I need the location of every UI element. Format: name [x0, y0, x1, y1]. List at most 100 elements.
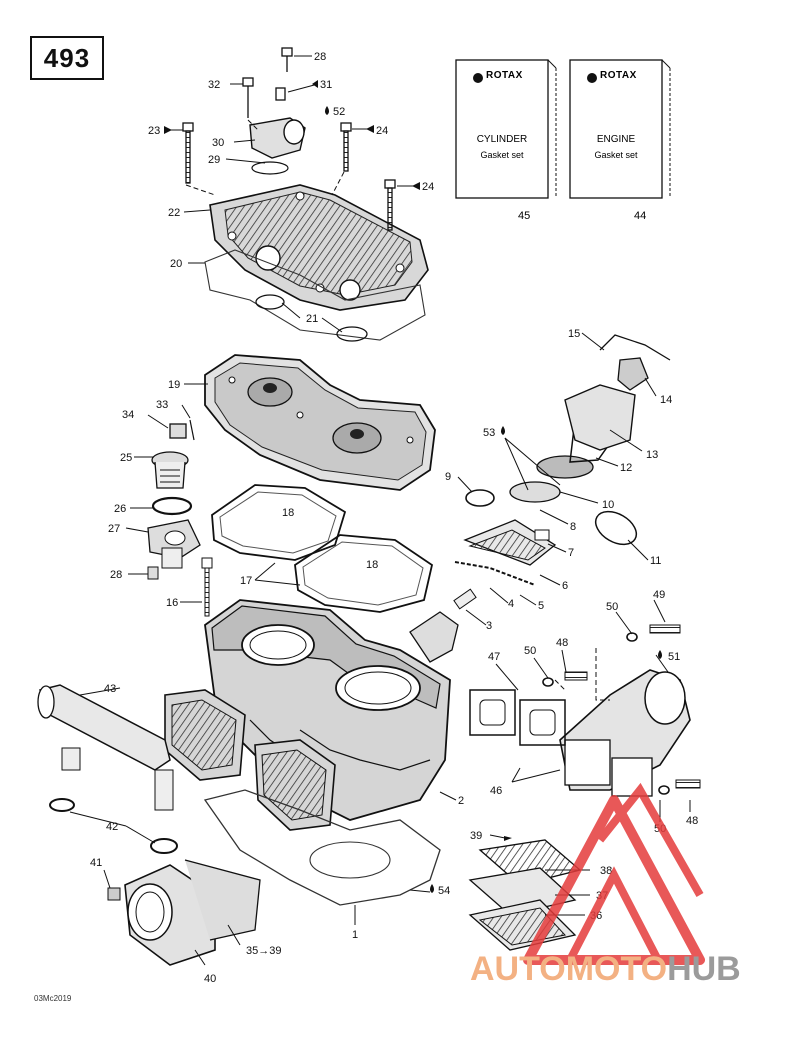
thermostat-cover	[147, 519, 201, 569]
callout-51: 51	[668, 651, 680, 663]
callout-4: 4	[508, 598, 514, 610]
callout-28b: 28	[110, 569, 122, 581]
callout-2: 2	[458, 795, 464, 807]
gasket-set-number: 45	[518, 210, 531, 222]
callout-35-39: 35→39	[246, 945, 281, 957]
callout-14: 14	[660, 394, 672, 406]
bolts	[182, 47, 396, 231]
callout-52: 52	[333, 106, 345, 118]
callout-20: 20	[170, 258, 182, 270]
callout-38: 38	[600, 865, 612, 877]
o-ring	[255, 294, 285, 310]
callout-42: 42	[106, 821, 118, 833]
callout-30: 30	[212, 137, 224, 149]
gasket-set-number: 44	[634, 210, 647, 222]
page-number: 493	[43, 42, 91, 73]
cylinder-head	[204, 354, 436, 491]
clamp	[49, 798, 75, 812]
outlet-elbow	[249, 117, 306, 159]
callout-49: 49	[653, 589, 665, 601]
water-pipe	[37, 684, 174, 811]
o-ring	[594, 510, 638, 546]
rotax-logo-icon	[587, 73, 597, 83]
callout-32: 32	[208, 79, 220, 91]
elbow-gasket	[251, 161, 289, 175]
callout-24b: 24	[422, 181, 434, 193]
callout-40: 40	[204, 973, 216, 985]
cylinder-head-cover	[209, 184, 429, 311]
callout-33: 33	[156, 399, 168, 411]
callout-23: 23	[148, 125, 160, 137]
thermostat	[151, 451, 189, 489]
arrow-icons	[164, 80, 512, 841]
base-gasket	[203, 789, 441, 906]
callout-29: 29	[208, 154, 220, 166]
callout-47: 47	[488, 651, 500, 663]
callout-6: 6	[562, 580, 568, 592]
callout-16: 16	[166, 597, 178, 609]
leader-lines	[69, 55, 691, 966]
o-ring	[336, 326, 368, 342]
callout-3: 3	[486, 620, 492, 632]
clamp	[150, 838, 178, 854]
cover-gasket	[204, 249, 426, 341]
o-ring	[465, 489, 495, 507]
callout-46: 46	[490, 785, 502, 797]
callout-25: 25	[120, 452, 132, 464]
gasket-set-line2: Gasket set	[480, 150, 524, 160]
callout-labels: 28 31 32 52 23 24 30 29 24 22 20 21 15 1…	[90, 51, 698, 985]
callout-39: 39	[470, 830, 482, 842]
gasket-set-brand: ROTAX	[600, 70, 637, 81]
callout-17: 17	[240, 575, 252, 587]
callout-15: 15	[568, 328, 580, 340]
piston-cap	[509, 481, 561, 503]
seal	[536, 455, 594, 479]
callout-19: 19	[168, 379, 180, 391]
callout-5: 5	[538, 600, 544, 612]
callout-48b: 48	[686, 815, 698, 827]
valve-cover	[564, 384, 636, 451]
gasket-set-brand: ROTAX	[486, 70, 523, 81]
lubricant-drop-icon	[325, 106, 329, 115]
page-number-box: 493	[30, 36, 104, 80]
lubricant-drop-icon	[501, 426, 505, 435]
gasket-set-line1: CYLINDER	[476, 134, 528, 145]
lubricant-drop-icon	[658, 650, 662, 659]
lubricant-drop-icon	[430, 884, 434, 893]
callout-21: 21	[306, 313, 318, 325]
plug	[169, 423, 187, 439]
callout-7: 7	[568, 547, 574, 559]
spring-clip	[599, 334, 671, 361]
gasket-set-line1: ENGINE	[596, 134, 636, 145]
callout-8: 8	[570, 521, 576, 533]
callout-31: 31	[320, 79, 332, 91]
callout-13: 13	[646, 449, 658, 461]
callout-54: 54	[438, 885, 450, 897]
cap-nut	[617, 357, 649, 391]
engine-gasket-set	[569, 59, 671, 199]
callout-41: 41	[90, 857, 102, 869]
rotax-logo-icon	[473, 73, 483, 83]
callout-10: 10	[602, 499, 614, 511]
callout-27: 27	[108, 523, 120, 535]
drawing-reference: 03Mc2019	[34, 994, 72, 1003]
piston-parts	[409, 519, 557, 663]
callout-24: 24	[376, 125, 388, 137]
callout-18b: 18	[366, 559, 378, 571]
head-gasket	[211, 484, 347, 561]
callout-9: 9	[445, 471, 451, 483]
bolt	[147, 566, 159, 580]
callout-18a: 18	[282, 507, 294, 519]
bolt	[107, 887, 121, 901]
exhaust-manifold	[559, 669, 691, 797]
rubber-intake-adapter	[124, 859, 261, 966]
callout-1: 1	[352, 929, 358, 941]
callout-43: 43	[104, 683, 116, 695]
watermark-text-b: HUB	[667, 950, 741, 988]
callout-48: 48	[556, 637, 568, 649]
callout-53: 53	[483, 427, 495, 439]
watermark-logo	[523, 782, 705, 965]
thermostat-seal	[151, 496, 193, 516]
head-gasket	[294, 534, 434, 613]
